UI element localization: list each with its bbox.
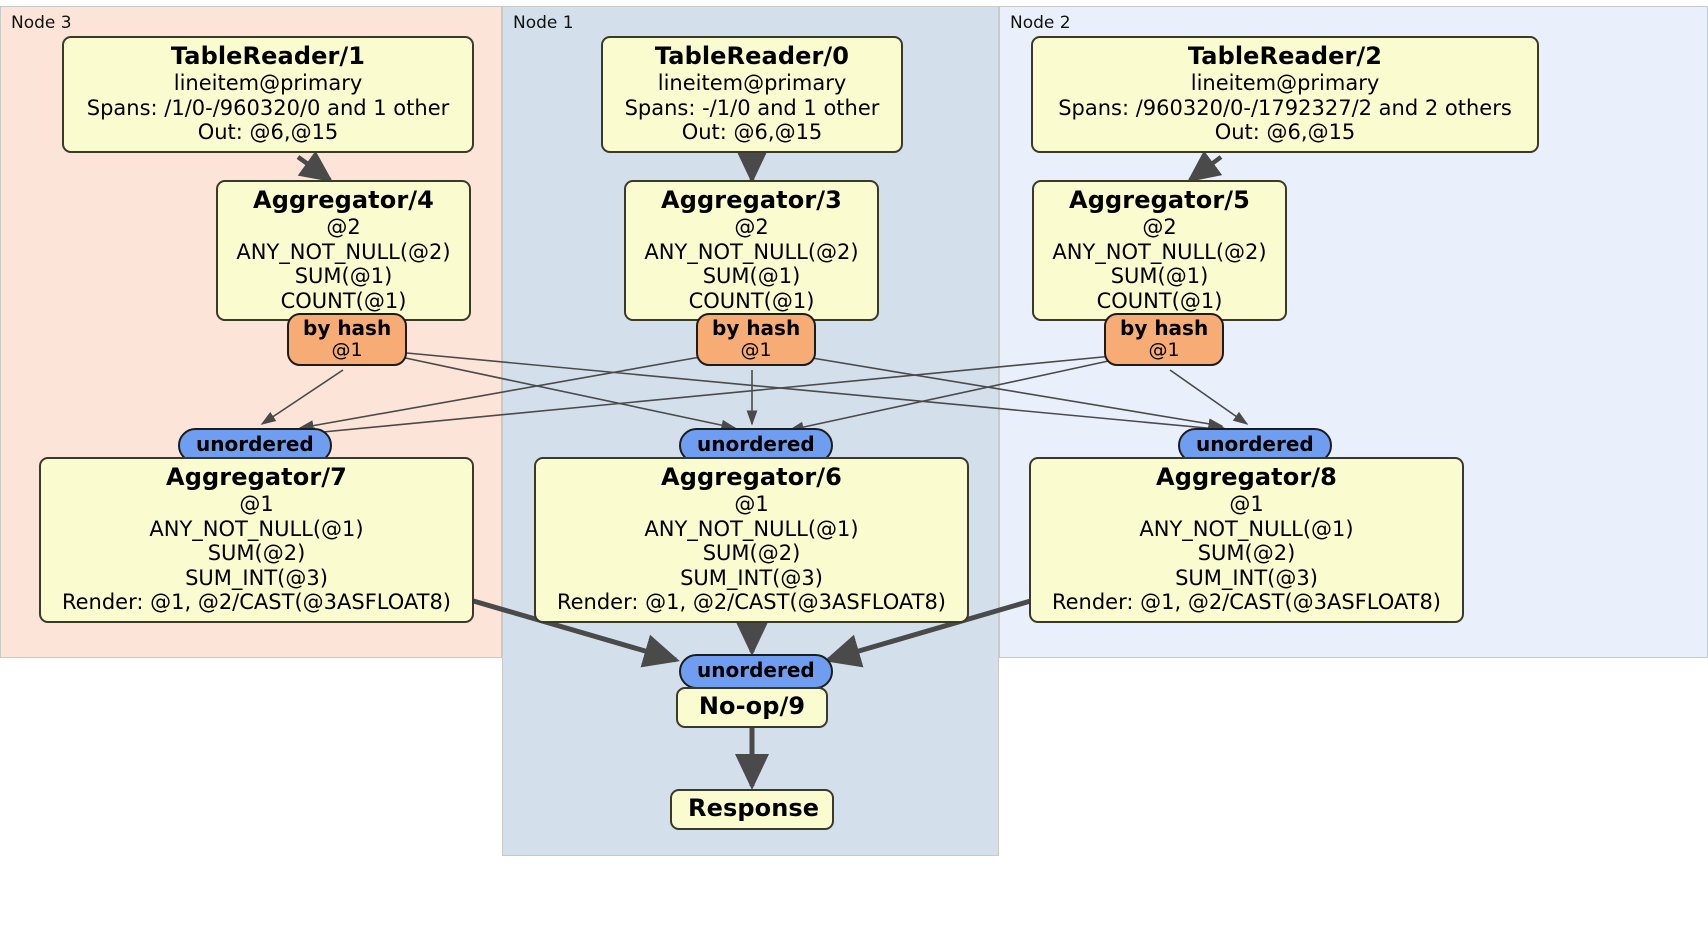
processor-title: Aggregator/8 <box>1156 463 1337 491</box>
processor-line: COUNT(@1) <box>1096 288 1223 313</box>
processor-title: TableReader/0 <box>654 42 850 70</box>
processor-line: SUM(@2) <box>1197 541 1296 566</box>
processor-line: @1 <box>1229 492 1264 517</box>
processor-line: SUM(@1) <box>1110 264 1209 289</box>
processor-line: Spans: -/1/0 and 1 other <box>624 95 880 120</box>
processor-line: Render: @1, @2/CAST(@3ASFLOAT8) <box>61 590 452 615</box>
router-badge-by-hash-node1[interactable]: by hash @1 <box>696 313 817 367</box>
processor-line: ANY_NOT_NULL(@1) <box>644 516 859 541</box>
router-badge-label: by hash <box>303 316 392 340</box>
node-region-label-node3: Node 3 <box>11 13 72 33</box>
synchronizer-badge-unordered-node1[interactable]: unordered <box>679 428 833 463</box>
node-region-label-node2: Node 2 <box>1010 13 1071 33</box>
processor-line: SUM(@2) <box>207 541 306 566</box>
processor-line: Render: @1, @2/CAST(@3ASFLOAT8) <box>556 590 947 615</box>
processor-line: SUM_INT(@3) <box>1175 565 1318 590</box>
processor-aggregator8[interactable]: Aggregator/8 @1 ANY_NOT_NULL(@1) SUM(@2)… <box>1029 457 1464 623</box>
processor-line: @1 <box>239 492 274 517</box>
processor-line: @1 <box>734 492 769 517</box>
processor-line: ANY_NOT_NULL(@2) <box>236 239 451 264</box>
processor-line: @2 <box>326 215 361 240</box>
processor-line: ANY_NOT_NULL(@1) <box>149 516 364 541</box>
processor-line: COUNT(@1) <box>688 288 815 313</box>
processor-line: COUNT(@1) <box>280 288 407 313</box>
processor-line: Render: @1, @2/CAST(@3ASFLOAT8) <box>1051 590 1442 615</box>
processor-title: Aggregator/7 <box>166 463 347 491</box>
router-badge-label: by hash <box>1120 316 1209 340</box>
processor-line: ANY_NOT_NULL(@1) <box>1139 516 1354 541</box>
processor-line: Spans: /1/0-/960320/0 and 1 other <box>86 95 450 120</box>
router-badge-sublabel: @1 <box>331 338 363 361</box>
synchronizer-badge-label: unordered <box>697 658 815 682</box>
synchronizer-badge-label: unordered <box>697 432 815 456</box>
processor-tablereader0[interactable]: TableReader/0 lineitem@primary Spans: -/… <box>601 36 903 153</box>
synchronizer-badge-unordered-node2[interactable]: unordered <box>1178 428 1332 463</box>
processor-title: Aggregator/5 <box>1069 186 1250 214</box>
processor-line: SUM(@2) <box>702 541 801 566</box>
router-badge-label: by hash <box>712 316 801 340</box>
processor-title: Aggregator/3 <box>661 186 842 214</box>
processor-line: lineitem@primary <box>1190 71 1380 96</box>
processor-line: SUM_INT(@3) <box>185 565 328 590</box>
processor-title: TableReader/1 <box>170 42 366 70</box>
processor-aggregator4[interactable]: Aggregator/4 @2 ANY_NOT_NULL(@2) SUM(@1)… <box>216 180 471 322</box>
router-badge-by-hash-node2[interactable]: by hash @1 <box>1104 313 1225 367</box>
processor-line: SUM(@1) <box>702 264 801 289</box>
processor-aggregator3[interactable]: Aggregator/3 @2 ANY_NOT_NULL(@2) SUM(@1)… <box>624 180 879 322</box>
processor-line: Out: @6,@15 <box>681 120 823 145</box>
router-badge-by-hash-node3[interactable]: by hash @1 <box>287 313 408 367</box>
processor-aggregator5[interactable]: Aggregator/5 @2 ANY_NOT_NULL(@2) SUM(@1)… <box>1032 180 1287 322</box>
processor-line: ANY_NOT_NULL(@2) <box>644 239 859 264</box>
processor-line: lineitem@primary <box>173 71 363 96</box>
processor-line: @2 <box>734 215 769 240</box>
processor-line: SUM(@1) <box>294 264 393 289</box>
processor-title: Response <box>688 794 820 822</box>
processor-title: TableReader/2 <box>1187 42 1383 70</box>
node-region-label-node1: Node 1 <box>513 13 574 33</box>
processor-title: Aggregator/6 <box>661 463 842 491</box>
processor-aggregator6[interactable]: Aggregator/6 @1 ANY_NOT_NULL(@1) SUM(@2)… <box>534 457 969 623</box>
processor-aggregator7[interactable]: Aggregator/7 @1 ANY_NOT_NULL(@1) SUM(@2)… <box>39 457 474 623</box>
processor-line: Spans: /960320/0-/1792327/2 and 2 others <box>1058 95 1512 120</box>
processor-noop9[interactable]: No-op/9 <box>676 687 828 729</box>
synchronizer-badge-unordered-final[interactable]: unordered <box>679 654 833 689</box>
synchronizer-badge-label: unordered <box>1196 432 1314 456</box>
router-badge-sublabel: @1 <box>1148 338 1180 361</box>
processor-title: No-op/9 <box>698 692 806 720</box>
router-badge-sublabel: @1 <box>740 338 772 361</box>
processor-line: SUM_INT(@3) <box>680 565 823 590</box>
processor-line: @2 <box>1142 215 1177 240</box>
processor-line: ANY_NOT_NULL(@2) <box>1052 239 1267 264</box>
processor-response[interactable]: Response <box>670 789 834 831</box>
synchronizer-badge-label: unordered <box>196 432 314 456</box>
processor-title: Aggregator/4 <box>253 186 434 214</box>
processor-line: Out: @6,@15 <box>197 120 339 145</box>
processor-tablereader1[interactable]: TableReader/1 lineitem@primary Spans: /1… <box>62 36 474 153</box>
processor-line: lineitem@primary <box>657 71 847 96</box>
processor-line: Out: @6,@15 <box>1214 120 1356 145</box>
processor-tablereader2[interactable]: TableReader/2 lineitem@primary Spans: /9… <box>1031 36 1539 153</box>
